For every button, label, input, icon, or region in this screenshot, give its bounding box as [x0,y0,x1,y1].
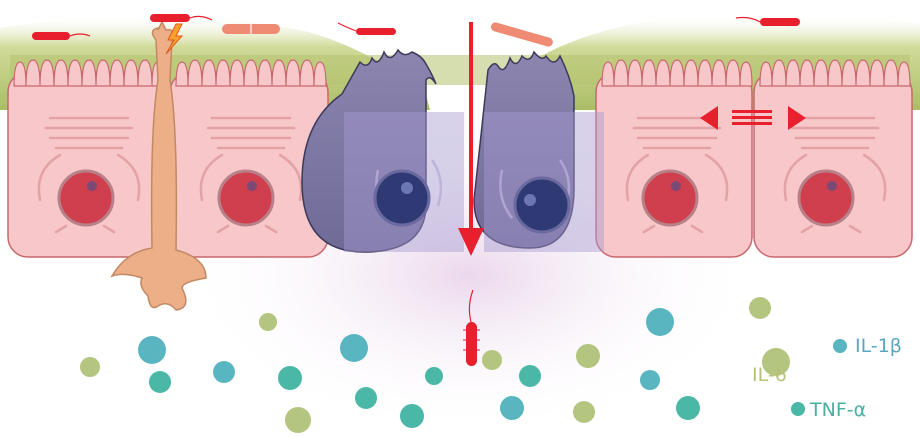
cytokine-dot-icon [519,365,541,387]
nucleolus-4 [827,181,837,191]
cytokine-dot-icon [259,313,277,331]
goblet-nucleus-right [515,178,569,232]
cytokine-dot-icon [213,361,235,383]
cytokine-dot-icon [500,396,524,420]
goblet-nucleolus-right [524,194,536,206]
goblet-nucleus-left [375,171,429,225]
cytokine-dot-icon [149,371,171,393]
cytokine-dot-icon [80,357,100,377]
cytokine-dot-icon [482,350,502,370]
nucleus-1 [59,171,113,225]
cytokine-dot-icon [285,407,311,433]
cytokine-dot-icon [340,334,368,362]
epithelial-cell-4 [754,72,912,257]
cytokine-dot-icon [576,344,600,368]
nucleus-3 [643,171,697,225]
goblet-nucleolus-left [401,182,413,194]
label-il6: IL-6 [752,364,787,386]
cytokine-dot-icon [573,401,595,423]
cytokine-dot-icon [425,367,443,385]
label-il1b: IL-1β [855,335,902,357]
nucleolus-2 [247,181,257,191]
cytokine-dot-icon [791,402,805,416]
nucleus-2 [219,171,273,225]
label-tnfa: TNF-α [809,399,866,421]
cytokine-dot-icon [355,387,377,409]
cytokine-dot-icon [278,366,302,390]
cytokine-dot-icon [640,370,660,390]
bacterium-icon [490,21,554,47]
nucleolus-3 [671,181,681,191]
nucleolus-1 [87,181,97,191]
cytokine-dot-icon [833,339,847,353]
cytokine-dot-icon [646,308,674,336]
nucleus-4 [799,171,853,225]
cytokine-dot-icon [400,404,424,428]
epithelial-cell-1 [8,72,166,257]
bacterium-icon [222,24,280,34]
bacterium-icon [338,23,396,35]
epithelial-cell-3 [596,72,752,257]
cytokine-dot-icon [676,396,700,420]
cytokine-dot-icon [749,297,771,319]
cytokine-dot-icon [138,336,166,364]
